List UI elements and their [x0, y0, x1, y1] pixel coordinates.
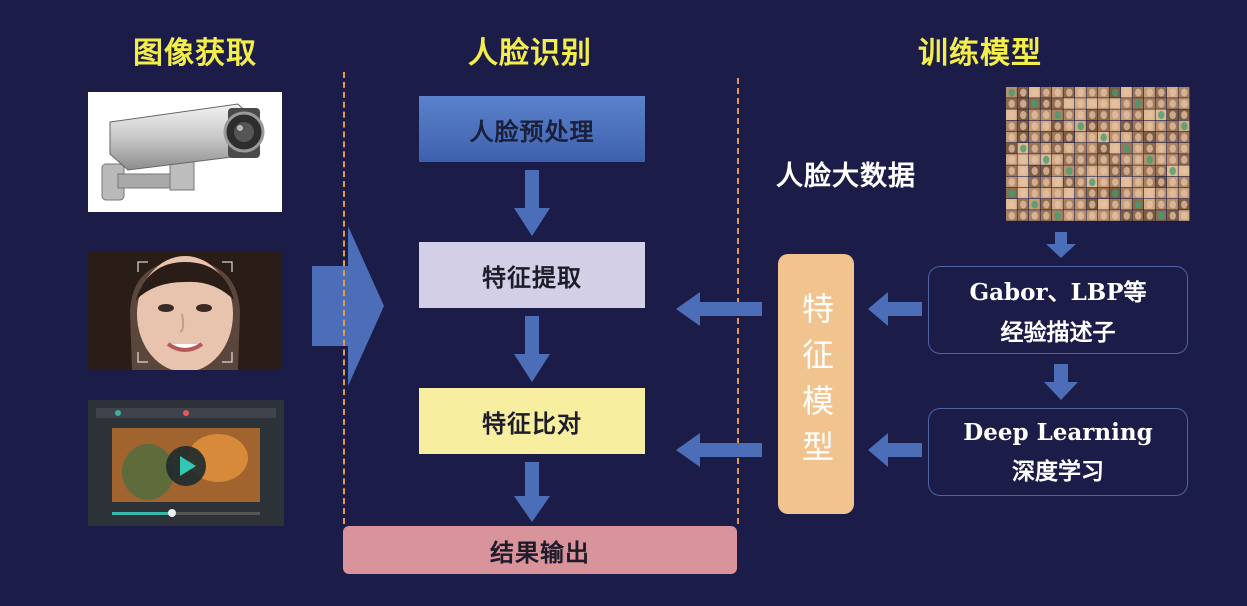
- left-dashed-divider: [343, 72, 345, 524]
- down-arrow-1: [514, 170, 550, 236]
- left-arrow-to-extraction: [676, 292, 762, 326]
- down-arrow-collage: [1046, 232, 1076, 258]
- acquisition-arrow: [312, 226, 384, 386]
- descriptor-line2: 经验描述子: [1000, 320, 1116, 346]
- face-photo-icon: [88, 252, 282, 370]
- right-dashed-divider: [737, 78, 739, 524]
- feature-model-label: 特征模型: [797, 292, 835, 476]
- camera-icon: [101, 103, 265, 201]
- face-collage: [1006, 87, 1190, 221]
- acquisition-title: 图像获取: [133, 36, 257, 71]
- descriptor-box: Gabor、LBP等 经验描述子: [928, 266, 1188, 354]
- step-preprocess: 人脸预处理: [419, 96, 645, 162]
- deep-learning-line2: 深度学习: [1012, 458, 1104, 485]
- down-arrow-2: [514, 316, 550, 382]
- descriptor-line1: Gabor、LBP等: [969, 279, 1147, 306]
- play-icon: [180, 456, 196, 476]
- camera-image: [88, 92, 282, 212]
- left-arrow-to-compare: [676, 433, 762, 467]
- face-collage-icon: [1006, 87, 1190, 221]
- video-player: [88, 400, 284, 526]
- feature-model-box: 特征模型: [778, 254, 854, 514]
- left-arrow-from-deep-learning: [868, 433, 922, 467]
- step-result-output: 结果输出: [343, 526, 737, 574]
- deep-learning-line1: Deep Learning: [963, 418, 1153, 446]
- step-feature-extraction: 特征提取: [419, 242, 645, 308]
- recognition-title: 人脸识别: [468, 36, 592, 71]
- deep-learning-box: Deep Learning 深度学习: [928, 408, 1188, 496]
- step-feature-compare: 特征比对: [419, 388, 645, 454]
- face-photo: [88, 252, 282, 370]
- left-arrow-from-descriptor: [868, 292, 922, 326]
- video-player-icon: [88, 400, 284, 526]
- big-data-label: 人脸大数据: [776, 161, 916, 192]
- training-title: 训练模型: [918, 36, 1042, 71]
- down-arrow-3: [514, 462, 550, 522]
- down-arrow-descriptor: [1044, 364, 1078, 400]
